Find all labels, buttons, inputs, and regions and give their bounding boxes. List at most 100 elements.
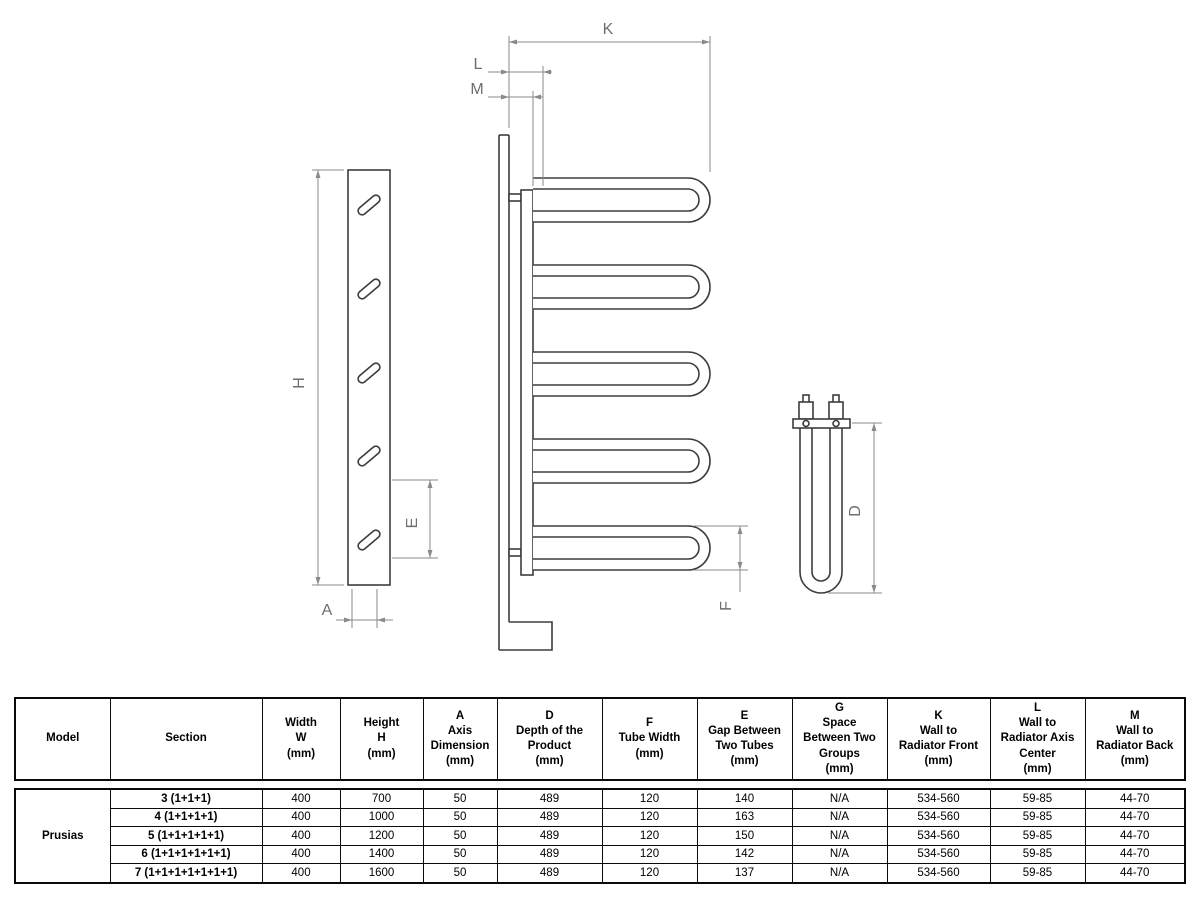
- value-cell: 59-85: [989, 788, 1086, 809]
- value-cell: 44-70: [1084, 826, 1186, 846]
- dimension-label-h: H: [291, 377, 308, 389]
- section-cell: 5 (1+1+1+1+1): [109, 826, 263, 846]
- value-cell: N/A: [791, 844, 888, 864]
- header-cell-l: L Wall to Radiator Axis Center (mm): [989, 697, 1086, 781]
- valve-right: [828, 401, 844, 420]
- dimension-L: L: [474, 56, 552, 186]
- value-cell: 489: [496, 788, 603, 809]
- dimension-table: Model Section Width W (mm) Height H (mm)…: [14, 697, 1186, 884]
- value-cell: 400: [261, 807, 341, 827]
- side-view: K L M: [470, 21, 748, 651]
- header-cell-d: D Depth of the Product (mm): [496, 697, 603, 781]
- value-cell: 1200: [339, 826, 424, 846]
- u-tube: [799, 428, 843, 594]
- value-cell: 1400: [339, 844, 424, 864]
- value-cell: 44-70: [1084, 807, 1186, 827]
- value-cell: 534-560: [886, 844, 991, 864]
- value-cell: 44-70: [1084, 788, 1186, 809]
- header-cell-f: F Tube Width (mm): [601, 697, 698, 781]
- dimension-M: M: [470, 81, 543, 186]
- value-cell: 534-560: [886, 863, 991, 883]
- dimension-A: A: [322, 589, 393, 628]
- value-cell: 534-560: [886, 807, 991, 827]
- header-cell-m: M Wall to Radiator Back (mm): [1084, 697, 1186, 781]
- header-cell-section: Section: [109, 697, 263, 781]
- valve-left: [798, 401, 814, 420]
- value-cell: 140: [696, 788, 793, 809]
- section-cell: 3 (1+1+1): [109, 788, 263, 809]
- value-cell: 50: [422, 826, 498, 846]
- value-cell: 489: [496, 826, 603, 846]
- radiator-tubes: [533, 177, 711, 571]
- table-row: 7 (1+1+1+1+1+1+1) 400 1600 50 489 120 13…: [15, 863, 1186, 883]
- header-row: Model Section Width W (mm) Height H (mm)…: [14, 697, 1186, 781]
- value-cell: 120: [601, 863, 698, 883]
- plate-side: [520, 189, 534, 576]
- value-cell: 59-85: [989, 826, 1086, 846]
- value-cell: 700: [339, 788, 424, 809]
- dimension-label-m: M: [470, 81, 483, 98]
- value-cell: 59-85: [989, 844, 1086, 864]
- dimension-label-k: K: [603, 21, 614, 38]
- dimension-label-d: D: [847, 505, 864, 517]
- wall: [498, 134, 553, 651]
- dimension-label-l: L: [474, 56, 483, 73]
- dimension-D: D: [828, 422, 882, 594]
- top-view: D: [792, 394, 882, 594]
- wall-foot: [499, 621, 553, 651]
- pipe-port-right: [832, 419, 840, 428]
- table-row: 4 (1+1+1+1) 400 1000 50 489 120 163 N/A …: [15, 807, 1186, 827]
- value-cell: 120: [601, 826, 698, 846]
- value-cell: N/A: [791, 788, 888, 809]
- value-cell: 1000: [339, 807, 424, 827]
- dimension-F: F: [694, 525, 748, 611]
- section-cell: 4 (1+1+1+1): [109, 807, 263, 827]
- value-cell: 400: [261, 826, 341, 846]
- dimension-label-a: A: [322, 602, 333, 619]
- header-cell-a: A Axis Dimension (mm): [422, 697, 498, 781]
- table-header: Model Section Width W (mm) Height H (mm)…: [14, 697, 1186, 781]
- header-cell-g: G Space Between Two Groups (mm): [791, 697, 888, 781]
- value-cell: 50: [422, 844, 498, 864]
- section-cell: 6 (1+1+1+1+1+1): [109, 844, 263, 864]
- value-cell: 489: [496, 844, 603, 864]
- dimension-E: E: [392, 479, 438, 559]
- value-cell: 534-560: [886, 788, 991, 809]
- header-cell-e: E Gap Between Two Tubes (mm): [696, 697, 793, 781]
- value-cell: 59-85: [989, 863, 1086, 883]
- table-row: Prusias 3 (1+1+1) 400 700 50 489 120 140…: [14, 788, 1186, 883]
- tube-header-bar: [792, 418, 851, 429]
- value-cell: 44-70: [1084, 863, 1186, 883]
- table-row: 5 (1+1+1+1+1) 400 1200 50 489 120 150 N/…: [15, 826, 1186, 846]
- value-cell: 120: [601, 844, 698, 864]
- value-cell: 50: [422, 863, 498, 883]
- value-cell: 534-560: [886, 826, 991, 846]
- value-cell: 142: [696, 844, 793, 864]
- value-cell: 120: [601, 807, 698, 827]
- pipe-port-left: [802, 419, 810, 428]
- dimension-H: H: [291, 169, 344, 586]
- bracket-bottom: [508, 548, 522, 557]
- dimension-label-e: E: [404, 518, 421, 529]
- table-row: 6 (1+1+1+1+1+1) 400 1400 50 489 120 142 …: [15, 844, 1186, 864]
- header-cell-k: K Wall to Radiator Front (mm): [886, 697, 991, 781]
- value-cell: 400: [261, 844, 341, 864]
- dimension-label-f: F: [718, 601, 735, 611]
- value-cell: 1600: [339, 863, 424, 883]
- value-cell: 489: [496, 807, 603, 827]
- header-cell-height: Height H (mm): [339, 697, 424, 781]
- value-cell: 150: [696, 826, 793, 846]
- bracket-top: [508, 193, 522, 202]
- value-cell: 50: [422, 788, 498, 809]
- model-cell: Prusias: [14, 788, 111, 883]
- value-cell: 163: [696, 807, 793, 827]
- value-cell: 50: [422, 807, 498, 827]
- header-cell-width: Width W (mm): [261, 697, 341, 781]
- value-cell: N/A: [791, 863, 888, 883]
- value-cell: 137: [696, 863, 793, 883]
- value-cell: 400: [261, 863, 341, 883]
- value-cell: 400: [261, 788, 341, 809]
- value-cell: N/A: [791, 826, 888, 846]
- dimension-K: K: [508, 21, 711, 172]
